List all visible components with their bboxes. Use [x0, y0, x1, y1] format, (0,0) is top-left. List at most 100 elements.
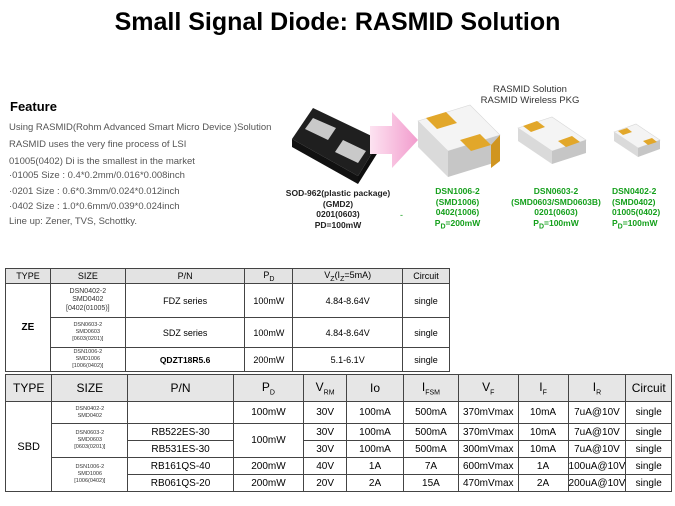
- vf-cell: 300mVmax: [457, 440, 519, 458]
- vz-cell: 4.84-8.64V: [292, 283, 404, 318]
- vf-cell: 370mVmax: [457, 423, 519, 441]
- caption-line: SOD-962(plastic package): [285, 188, 391, 198]
- header-text: V: [482, 379, 491, 394]
- size-line: DSN0603-2: [73, 322, 103, 328]
- caption-line: (SMD0603/SMD0603B): [511, 196, 601, 207]
- header-subscript: D: [269, 275, 275, 283]
- caption-line: PD=100mW: [500, 218, 612, 233]
- if-cell: 10mA: [517, 440, 569, 458]
- pd-cell: 100mW: [232, 423, 305, 458]
- pn-cell: SDZ series: [124, 317, 246, 348]
- pd-letter: P: [533, 217, 539, 228]
- feature-line: Line up: Zener, TVS, Schottky.: [9, 216, 137, 227]
- dsn0402-package-image: [613, 123, 661, 157]
- header-subscript: FSM: [425, 389, 441, 397]
- sod-962-caption: SOD-962(plastic package) (GMD2) 0201(060…: [278, 188, 398, 230]
- circuit-cell: single: [625, 440, 672, 458]
- feature-line: ·0402 Size : 1.0*0.6mm/0.039*0.024inch: [9, 201, 180, 212]
- dsn1006-caption: DSN1006-2 (SMD1006) 0402(1006) PD=200mW: [410, 186, 505, 233]
- size-cell: DSN0603-2 SMD0603 [0603(0201)]: [51, 423, 129, 458]
- caption-line: 0201(0603): [316, 209, 360, 219]
- header-text: P: [261, 379, 270, 394]
- table-row: DSN0603-2 SMD0603 [0603(0201)] RB522ES-3…: [6, 423, 672, 458]
- type-cell: SBD: [4, 401, 53, 492]
- header-text: I: [421, 379, 426, 394]
- io-cell: 100mA: [346, 423, 404, 441]
- size-line: [0402(01005)]: [66, 304, 110, 312]
- size-cell: DSN1006-2 SMD1006 [1006(0402)]: [49, 347, 126, 372]
- rasmid-header-line: RASMID Wireless PKG: [480, 95, 580, 106]
- io-cell: 1A: [346, 457, 404, 475]
- col-header-type: TYPE: [5, 268, 51, 284]
- feature-line: RASMID uses the very fine process of LSI: [9, 139, 187, 150]
- table-row: DSN1006-2 SMD1006 [1006(0402)] QDZT18R5.…: [6, 347, 450, 372]
- pn-cell: RB061QS-20: [127, 474, 234, 492]
- vz-cell: 5.1-6.1V: [292, 347, 404, 372]
- size-line: DSN0402-2: [69, 287, 107, 295]
- header-subscript: Z: [340, 275, 345, 283]
- pd-cell: 100mW: [244, 317, 294, 348]
- pd-value: =100mW: [544, 217, 579, 228]
- dsn1006-package-image: [417, 104, 501, 177]
- ir-cell: 7uA@10V: [567, 440, 627, 458]
- ifsm-cell: 7A: [402, 457, 459, 475]
- rasmid-header: RASMID Solution RASMID Wireless PKG: [470, 84, 590, 106]
- caption-line: PD=100mW: [314, 219, 362, 230]
- pn-cell: FDZ series: [124, 283, 246, 318]
- ifsm-cell: 15A: [402, 474, 459, 492]
- dsn0603-caption: DSN0603-2 (SMD0603/SMD0603B) 0201(0603) …: [500, 186, 612, 233]
- circuit-cell: single: [625, 457, 672, 475]
- caption-line: 01005(0402): [612, 207, 661, 217]
- table-row: DSN1006-2 SMD1006 [1006(0402)] RB161QS-4…: [6, 457, 672, 492]
- size-line: [0603(0201)]: [72, 336, 104, 342]
- if-cell: 1A: [517, 457, 569, 475]
- size-cell: DSN0603-2 SMD0603 [0603(0201)]: [49, 317, 126, 348]
- pd-value: =200mW: [445, 217, 481, 228]
- pn-cell: [127, 401, 234, 424]
- size-cell: DSN1006-2 SMD1006 [1006(0402)]: [51, 457, 129, 492]
- if-cell: 10mA: [517, 401, 569, 424]
- pd-subscript: D: [538, 223, 544, 231]
- header-text: P: [263, 269, 270, 280]
- pd-cell: 200mW: [232, 474, 305, 492]
- table-header-row: TYPE SIZE P/N PD VRM Io IFSM VF IF IR Ci…: [4, 374, 672, 402]
- size-line: [1006(0402)]: [74, 478, 106, 484]
- separator-mark: -: [400, 210, 403, 220]
- header-text: V: [315, 379, 324, 394]
- pd-value: =100mW: [622, 217, 658, 228]
- ifsm-cell: 500mA: [402, 401, 459, 424]
- caption-line: 0201(0603): [534, 207, 578, 217]
- size-line: SMD0402: [77, 412, 103, 419]
- size-line: [0603(0201)]: [74, 444, 106, 450]
- header-text: =5mA): [344, 269, 372, 280]
- circuit-cell: single: [402, 347, 450, 372]
- pd-letter: P: [612, 217, 618, 228]
- header-text: (I: [334, 269, 341, 280]
- dsn0603-package-image: [517, 116, 587, 164]
- circuit-cell: single: [402, 317, 450, 348]
- table-header-row: TYPE SIZE P/N PD VZ(IZ=5mA) Circuit: [5, 268, 450, 284]
- vz-cell: 4.84-8.64V: [292, 317, 404, 348]
- feature-line: ·01005 Size : 0.4*0.2mm/0.016*0.008inch: [9, 170, 185, 181]
- caption-line: PD=100mW: [612, 218, 675, 233]
- vf-cell: 470mVmax: [457, 474, 519, 492]
- col-header-ir: IR: [567, 374, 627, 402]
- col-header-size: SIZE: [49, 268, 126, 284]
- slide-title: Small Signal Diode: RASMID Solution: [114, 8, 561, 36]
- io-cell: 100mA: [346, 440, 404, 458]
- caption-line: (GMD2): [322, 198, 354, 209]
- size-line: DSN1006-2: [75, 464, 105, 470]
- circuit-cell: single: [625, 401, 672, 424]
- table-row: RB061QS-20 200mW 20V 2A 15A 470mVmax 2A …: [6, 474, 672, 492]
- ifsm-cell: 500mA: [402, 440, 459, 458]
- col-header-io: Io: [346, 374, 404, 402]
- col-header-if: IF: [517, 374, 569, 402]
- ir-cell: 100uA@10V: [567, 457, 627, 475]
- size-cell: DSN0402-2 SMD0402 [0402(01005)]: [49, 283, 126, 318]
- sod-962-package-image: [292, 108, 380, 184]
- feature-line: 01005(0402) Di is the smallest in the ma…: [9, 156, 195, 167]
- header-subscript: RM: [323, 389, 335, 397]
- col-header-pd: PD: [232, 374, 305, 402]
- size-line: DSN1006-2: [73, 349, 103, 355]
- size-line: SMD1006: [75, 356, 101, 362]
